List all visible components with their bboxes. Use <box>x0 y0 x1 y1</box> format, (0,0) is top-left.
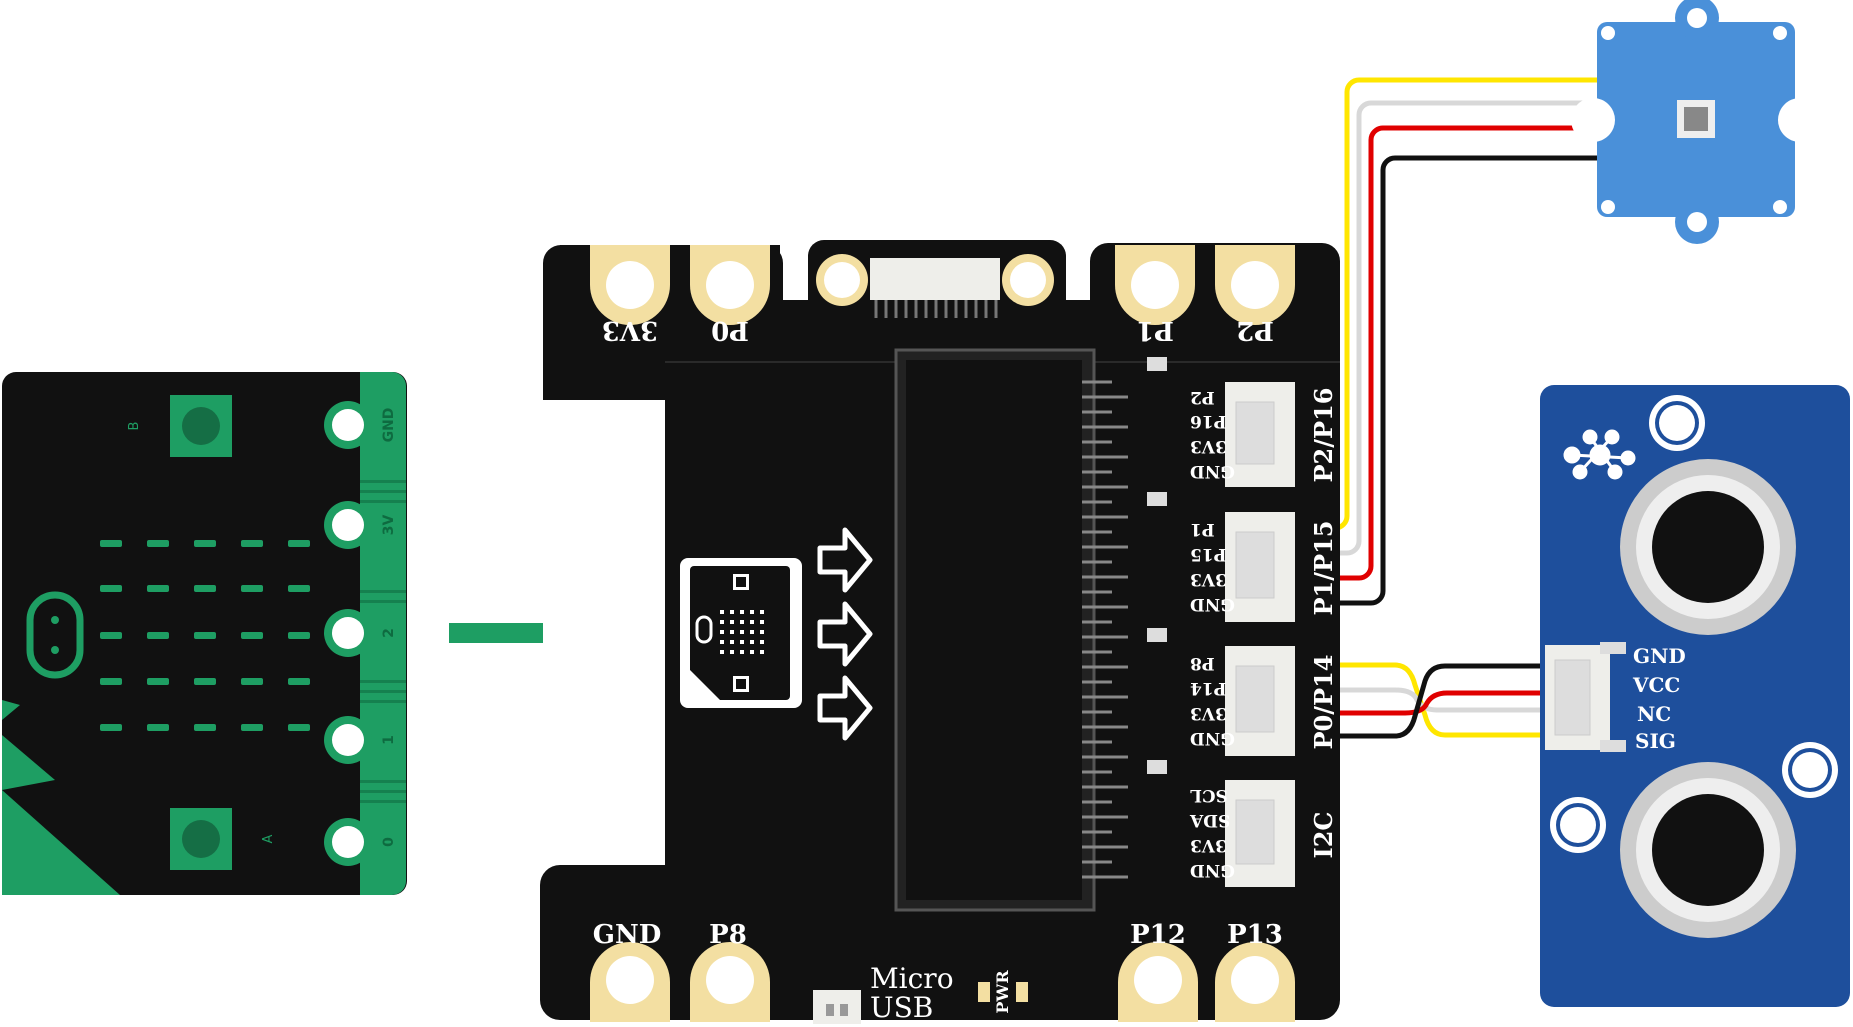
connector-p1-p15-pin-3: 3V3 <box>1190 569 1227 589</box>
connector-i2c-pin-4: GND <box>1190 860 1235 880</box>
usb-label-line2: USB <box>870 991 933 1024</box>
hollow-arrow-icon <box>817 527 873 741</box>
molecule-logo-icon <box>1563 429 1636 480</box>
connector-p2-p16[interactable] <box>1147 357 1295 487</box>
connector-p2-p16-pin-2: P16 <box>1190 411 1226 431</box>
microbit-pin-holes <box>324 401 372 866</box>
ultrasonic-connector[interactable] <box>1545 642 1626 752</box>
pin-label-3v3-top: 3V3 <box>602 315 658 345</box>
connector-i2c-pin-1: SCL <box>1190 785 1228 805</box>
ultrasonic-pin-nc: NC <box>1637 702 1671 726</box>
ultrasonic-pin-gnd: GND <box>1633 644 1686 668</box>
microbit-mini-icon <box>680 558 802 708</box>
pin-label-p13-bottom: P13 <box>1227 920 1283 950</box>
connector-p1-p15-title: P1/P15 <box>1309 521 1338 616</box>
connector-p2-p16-pin-3: 3V3 <box>1190 436 1227 456</box>
connector-p0-p14-pin-1: P8 <box>1190 653 1215 673</box>
wires-led-module <box>1295 77 1600 606</box>
bottom-pin-pads <box>590 942 1295 1022</box>
connector-i2c-title: I2C <box>1309 811 1338 858</box>
connector-p1-p15[interactable] <box>1147 492 1295 622</box>
pin-label-p0-top: P0 <box>711 315 749 345</box>
pin-label-p1-top: P1 <box>1136 315 1174 345</box>
microbit-led-matrix <box>100 540 310 731</box>
ultrasonic-module: GND VCC NC SIG <box>1540 385 1850 1007</box>
connector-p0-p14-pin-3: 3V3 <box>1190 703 1227 723</box>
connector-p1-p15-pin-2: P15 <box>1190 544 1226 564</box>
connector-i2c-pin-2: SDA <box>1189 810 1230 830</box>
microbit-button-b-label: B <box>127 422 142 431</box>
ultrasonic-pin-vcc: VCC <box>1632 673 1680 697</box>
pwr-label: PWR <box>993 970 1012 1014</box>
connector-p0-p14-pin-2: P14 <box>1190 678 1227 698</box>
connector-p2-p16-title: P2/P16 <box>1309 388 1338 483</box>
microbit-board: GND 3V 2 1 0 B A <box>2 372 407 895</box>
pin-label-p2-top: P2 <box>1236 315 1274 345</box>
connector-i2c-pin-3: 3V3 <box>1190 835 1227 855</box>
connector-p1-p15-pin-1: P1 <box>1190 519 1215 539</box>
connector-i2c[interactable] <box>1147 760 1295 887</box>
connector-p0-p14[interactable] <box>1147 628 1295 756</box>
microbit-edge-label-gnd: GND <box>381 408 397 443</box>
ultrasonic-transducer-bottom <box>1620 762 1796 938</box>
microbit-edge-label-0: 0 <box>381 837 397 847</box>
microbit-edge-label-2: 2 <box>381 628 397 638</box>
ultrasonic-pin-sig: SIG <box>1635 729 1676 753</box>
microbit-button-a[interactable] <box>170 808 232 870</box>
pin-label-p12-bottom: P12 <box>1130 920 1186 950</box>
ultrasonic-transducer-top <box>1620 459 1796 635</box>
led-module <box>1571 0 1822 244</box>
connector-p0-p14-pin-4: GND <box>1190 728 1235 748</box>
usb-label-line1: Micro <box>870 962 954 995</box>
microbit-icon <box>26 591 84 679</box>
connector-p1-p15-pin-4: GND <box>1190 594 1235 614</box>
connector-p2-p16-pin-1: P2 <box>1190 387 1215 407</box>
connector-p2-p16-pin-4: GND <box>1190 461 1235 481</box>
top-ribbon-connector <box>816 254 1054 318</box>
expansion-board: 3V3 P0 P1 P2 GND P8 P12 P13 Micro USB PW… <box>540 240 1340 1024</box>
top-pin-pads <box>590 245 1295 325</box>
microbit-button-a-label: A <box>261 834 276 843</box>
pin-label-gnd-bottom: GND <box>593 920 662 950</box>
pin-label-p8-bottom: P8 <box>709 920 747 950</box>
connector-p0-p14-title: P0/P14 <box>1309 655 1338 750</box>
edge-connector-fingers <box>1082 380 1128 879</box>
microbit-edge-label-1: 1 <box>381 735 397 745</box>
microbit-edge-label-3v: 3V <box>381 515 397 536</box>
micro-usb-port <box>813 990 861 1024</box>
wires-ultrasonic <box>1295 662 1560 739</box>
microbit-button-b[interactable] <box>170 395 232 457</box>
pwr-led <box>978 982 1028 1002</box>
